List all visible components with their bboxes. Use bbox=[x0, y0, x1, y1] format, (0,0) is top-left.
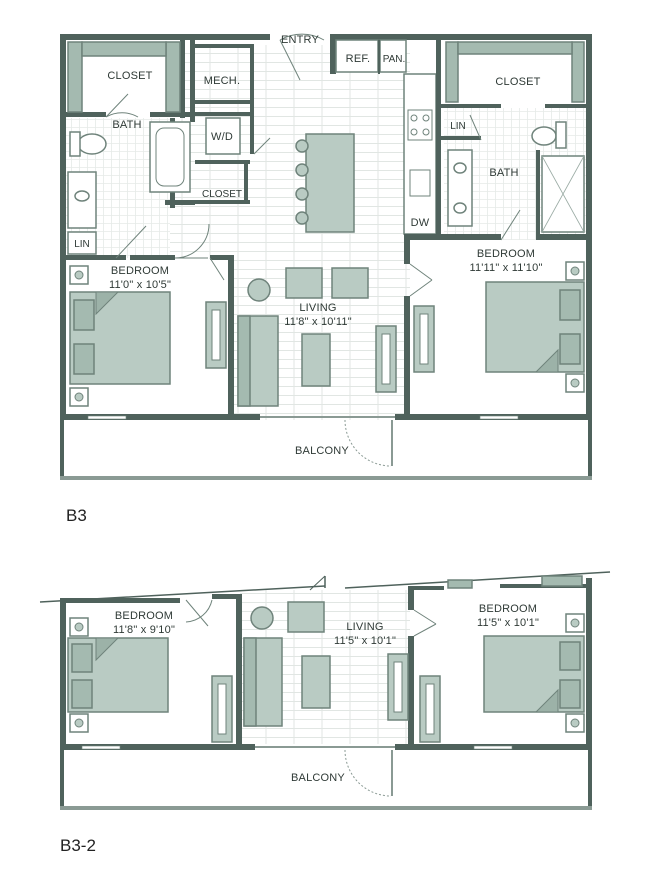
label-wd: W/D bbox=[211, 131, 233, 143]
label-lin-right: LIN bbox=[450, 121, 466, 132]
label-living-dim: 11'8" x 10'11" bbox=[284, 316, 352, 328]
label-bath-right: BATH bbox=[489, 167, 518, 179]
label-bath-left: BATH bbox=[112, 119, 141, 131]
label-bedroom-right: BEDROOM bbox=[477, 248, 535, 260]
label-b32-bedroom-right: BEDROOM bbox=[479, 603, 537, 615]
label-dw: DW bbox=[411, 217, 430, 229]
label-entry: ENTRY bbox=[281, 34, 320, 46]
label-b32-balcony: BALCONY bbox=[291, 772, 345, 784]
label-closet-small: CLOSET bbox=[202, 189, 242, 200]
plan-title-b3: B3 bbox=[66, 506, 87, 525]
label-bedroom-left: BEDROOM bbox=[111, 265, 169, 277]
label-mech: MECH. bbox=[204, 75, 240, 87]
label-b32-bedroom-right-dim: 11'5" x 10'1" bbox=[477, 617, 539, 629]
plan-b3-2: BEDROOM 11'8" x 9'10" LIVING 11'5" x 10'… bbox=[39, 571, 611, 810]
label-b32-living: LIVING bbox=[346, 621, 383, 633]
label-b32-bedroom-left-dim: 11'8" x 9'10" bbox=[113, 624, 175, 636]
label-closet-left: CLOSET bbox=[107, 70, 152, 82]
label-ref: REF. bbox=[346, 53, 371, 65]
label-living: LIVING bbox=[299, 302, 336, 314]
label-closet-right: CLOSET bbox=[495, 76, 540, 88]
label-bedroom-left-dim: 11'0" x 10'5" bbox=[109, 279, 171, 291]
plan-b3: ENTRY MECH. REF. PAN. CLOSET CLOSET CLOS… bbox=[60, 33, 592, 480]
label-balcony: BALCONY bbox=[295, 445, 349, 457]
label-b32-bedroom-left: BEDROOM bbox=[115, 610, 173, 622]
plan-title-b3-2: B3-2 bbox=[60, 836, 96, 855]
label-b32-living-dim: 11'5" x 10'1" bbox=[334, 635, 396, 647]
label-bedroom-right-dim: 11'11" x 11'10" bbox=[469, 262, 542, 274]
label-pan: PAN. bbox=[383, 54, 406, 65]
label-lin-left: LIN bbox=[74, 239, 90, 250]
